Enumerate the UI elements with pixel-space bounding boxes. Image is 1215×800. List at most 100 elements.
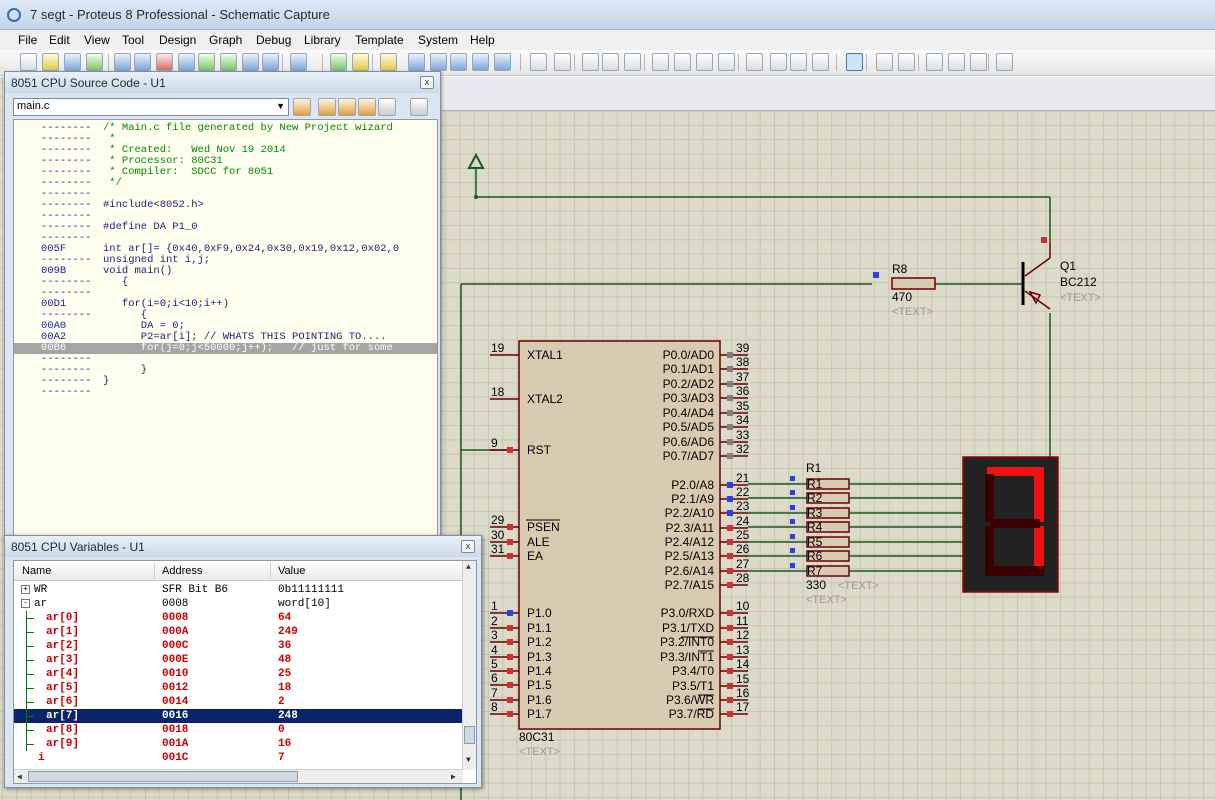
- expand-plus-icon[interactable]: +: [21, 585, 30, 594]
- toolbar-icon-35[interactable]: [846, 53, 863, 71]
- code-line[interactable]: 00D1 for(i=0;i<10;i++): [14, 299, 437, 310]
- toolbar-icon-4[interactable]: [86, 53, 103, 71]
- toolbar-icon-23[interactable]: [554, 53, 571, 71]
- code-line[interactable]: 00B6 for(j=0;j<50000;j++); // just for s…: [14, 343, 437, 354]
- code-line[interactable]: 00A0 DA = 0;: [14, 321, 437, 332]
- toolbar-icon-41[interactable]: [996, 53, 1013, 71]
- code-line[interactable]: --------/* Main.c file generated by New …: [14, 123, 437, 134]
- hscroll-thumb[interactable]: [28, 771, 298, 782]
- menu-view[interactable]: View: [84, 33, 110, 47]
- step-over-icon[interactable]: [318, 98, 336, 116]
- toolbar-icon-25[interactable]: [602, 53, 619, 71]
- menu-tool[interactable]: Tool: [122, 33, 145, 47]
- menu-system[interactable]: System: [418, 33, 459, 47]
- toolbar-icon-20[interactable]: [472, 53, 489, 71]
- horizontal-scrollbar[interactable]: ◀▶: [14, 769, 463, 783]
- code-line[interactable]: -------- * Created: Wed Nov 19 2014: [14, 145, 437, 156]
- toolbar-icon-26[interactable]: [624, 53, 641, 71]
- toolbar-icon-11[interactable]: [242, 53, 259, 71]
- menu-template[interactable]: Template: [355, 33, 404, 47]
- source-code-view[interactable]: --------/* Main.c file generated by New …: [13, 119, 438, 539]
- code-line[interactable]: -------- {: [14, 310, 437, 321]
- toolbar-icon-18[interactable]: [430, 53, 447, 71]
- code-line[interactable]: --------: [14, 189, 437, 200]
- code-line[interactable]: --------: [14, 233, 437, 244]
- code-line[interactable]: -------- {: [14, 277, 437, 288]
- code-line[interactable]: -------- *: [14, 134, 437, 145]
- settings-icon[interactable]: [410, 98, 428, 116]
- toolbar-icon-28[interactable]: [674, 53, 691, 71]
- run-icon[interactable]: [378, 98, 396, 116]
- toolbar-icon-30[interactable]: [718, 53, 735, 71]
- toolbar-icon-17[interactable]: [408, 53, 425, 71]
- toolbar-icon-34[interactable]: [812, 53, 829, 71]
- toolbar-icon-7[interactable]: [156, 53, 173, 71]
- toolbar-icon-5[interactable]: [114, 53, 131, 71]
- menu-help[interactable]: Help: [470, 33, 495, 47]
- scroll-left-icon[interactable]: ◀: [17, 773, 22, 782]
- menu-file[interactable]: File: [18, 33, 38, 47]
- toolbar-icon-2[interactable]: [42, 53, 59, 71]
- toolbar-icon-27[interactable]: [652, 53, 669, 71]
- toolbar-icon-39[interactable]: [948, 53, 965, 71]
- code-line[interactable]: --------: [14, 211, 437, 222]
- toolbar-icon-38[interactable]: [926, 53, 943, 71]
- column-header-value[interactable]: Value: [278, 565, 306, 577]
- code-line[interactable]: --------: [14, 387, 437, 398]
- toolbar-icon-36[interactable]: [876, 53, 893, 71]
- toolbar-icon-6[interactable]: [134, 53, 151, 71]
- code-line[interactable]: --------unsigned int i,j;: [14, 255, 437, 266]
- code-line[interactable]: -------- * Processor: 80C31: [14, 156, 437, 167]
- run-to-cursor-icon[interactable]: [293, 98, 311, 116]
- column-header-address[interactable]: Address: [162, 565, 203, 577]
- menu-debug[interactable]: Debug: [256, 33, 292, 47]
- toolbar-icon-15[interactable]: [352, 53, 369, 71]
- toolbar-icon-9[interactable]: [198, 53, 215, 71]
- code-line[interactable]: 00A2 P2=ar[i]; // WHATS THIS POINTING TO…: [14, 332, 437, 343]
- proteus-app-icon[interactable]: [7, 8, 21, 22]
- toolbar-icon-3[interactable]: [64, 53, 81, 71]
- code-line[interactable]: -------- * Compiler: SDCC for 8051: [14, 167, 437, 178]
- source-file-dropdown[interactable]: main.c▼: [13, 98, 289, 116]
- code-line[interactable]: -------- */: [14, 178, 437, 189]
- code-line[interactable]: --------: [14, 354, 437, 365]
- code-line[interactable]: --------#define DA P1_0: [14, 222, 437, 233]
- toolbar-icon-21[interactable]: [494, 53, 511, 71]
- menu-library[interactable]: Library: [304, 33, 341, 47]
- toolbar-icon-19[interactable]: [450, 53, 467, 71]
- menu-design[interactable]: Design: [159, 33, 197, 47]
- scroll-up-icon[interactable]: ▲: [466, 563, 471, 572]
- collapse-minus-icon[interactable]: -: [21, 599, 30, 608]
- code-line[interactable]: --------: [14, 288, 437, 299]
- power-terminal-icon[interactable]: [467, 152, 485, 169]
- variables-window-close-button[interactable]: x: [461, 540, 475, 553]
- code-line[interactable]: --------#include<8052.h>: [14, 200, 437, 211]
- toolbar-icon-31[interactable]: [746, 53, 763, 71]
- vertical-scrollbar[interactable]: ▲▼: [462, 561, 476, 770]
- code-line[interactable]: --------}: [14, 376, 437, 387]
- scroll-thumb[interactable]: [464, 726, 475, 744]
- menu-edit[interactable]: Edit: [49, 33, 70, 47]
- column-header-name[interactable]: Name: [22, 565, 52, 577]
- toolbar-icon-40[interactable]: [970, 53, 987, 71]
- source-window-close-button[interactable]: x: [420, 76, 434, 89]
- scroll-right-icon[interactable]: ▶: [451, 773, 456, 782]
- toolbar-icon-37[interactable]: [898, 53, 915, 71]
- toolbar-icon-22[interactable]: [530, 53, 547, 71]
